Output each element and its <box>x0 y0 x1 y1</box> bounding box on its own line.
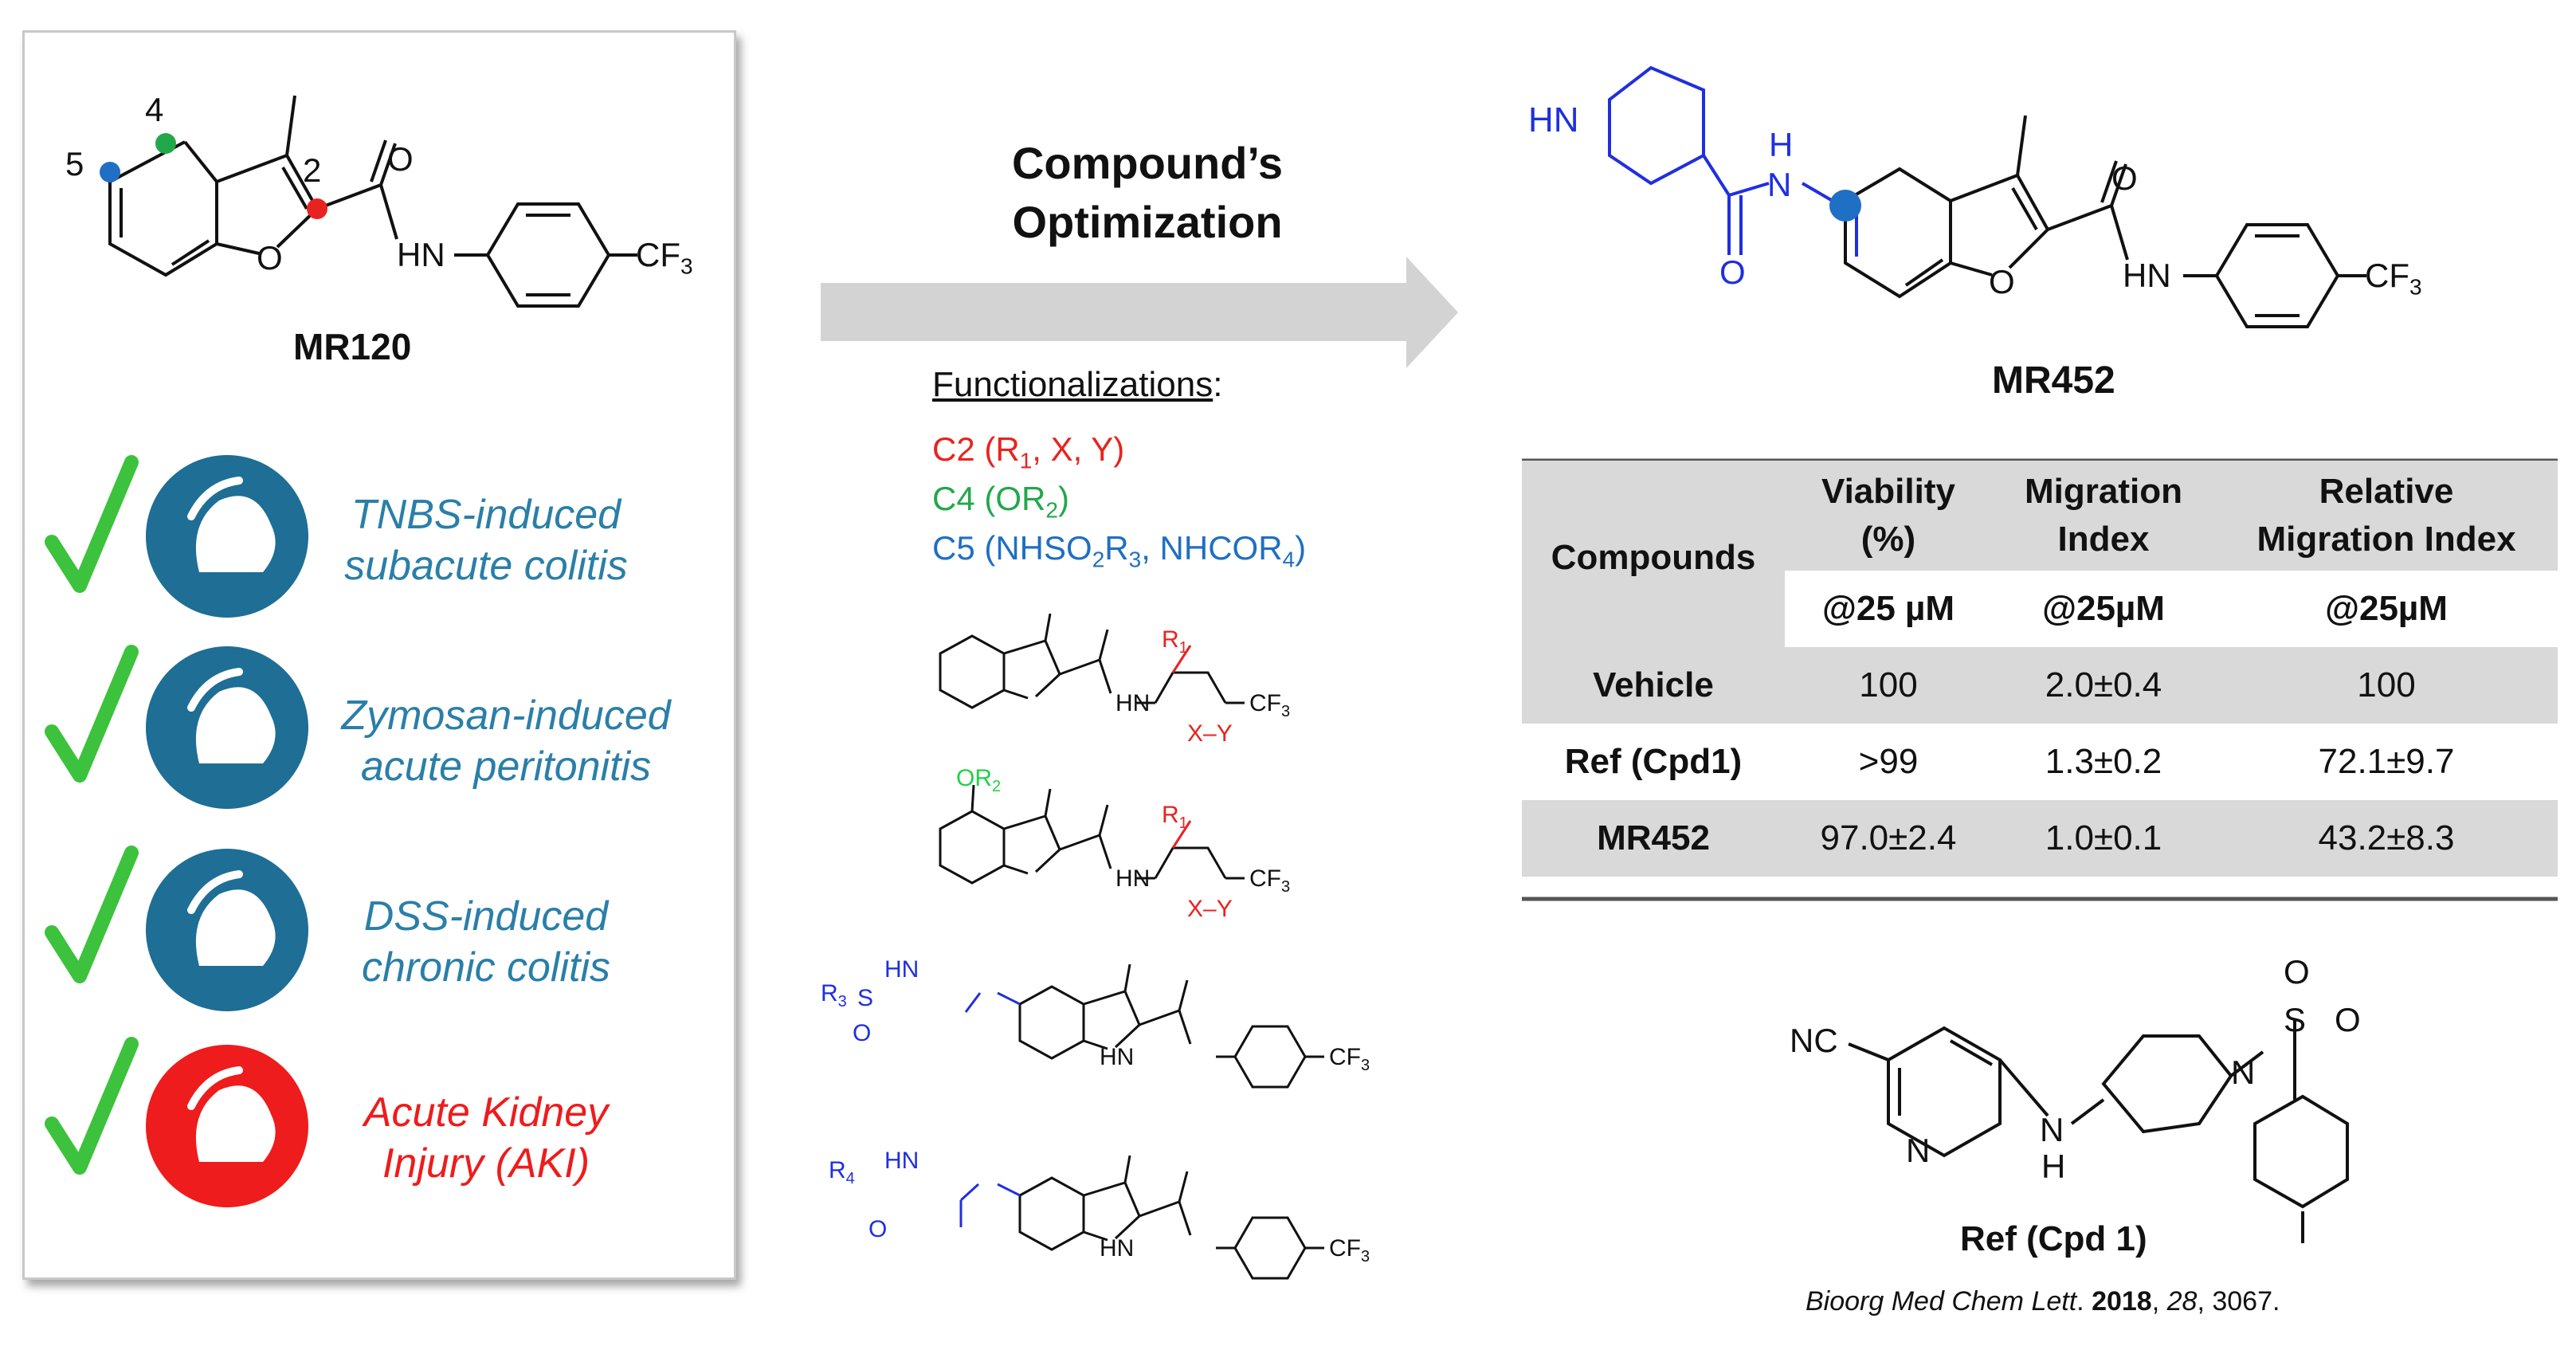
position-label-4: 4 <box>145 91 164 128</box>
mr120-furan-o: O <box>257 239 283 277</box>
col-header-compounds: Compounds <box>1551 538 1756 577</box>
position-label-5: 5 <box>65 145 84 182</box>
scaffold4-cf3: CF3 <box>1329 1235 1370 1266</box>
scaffold1-hn: HN <box>1115 690 1151 716</box>
mr452-piperidine-hn: HN <box>1528 100 1579 139</box>
mr452-amide-h: H <box>1769 126 1794 163</box>
scaffold2-cf3: CF3 <box>1249 865 1291 896</box>
mr452-compound-name: MR452 <box>1992 359 2115 402</box>
scaffold1-cf3: CF3 <box>1249 690 1291 720</box>
mouse-badge-icon <box>146 849 308 1011</box>
scaffold-drawings <box>939 614 1324 1280</box>
cell-relative: 72.1±9.7 <box>2318 742 2455 781</box>
mouse-badge-icon <box>146 1045 308 1207</box>
scaffold4-o: O <box>868 1216 888 1242</box>
check-icon <box>45 1037 139 1175</box>
check-icon <box>45 455 139 593</box>
mr120-carbonyl-o: O <box>387 140 414 178</box>
cell-viability: 97.0±2.4 <box>1820 818 1957 857</box>
scaffold3-o: O <box>853 1020 872 1046</box>
mr452-hn: HN <box>2123 257 2171 294</box>
subheader-migration: @25µM <box>2042 589 2165 628</box>
scaffold3-r3: R3 <box>821 980 847 1010</box>
scaffold2-or2: OR2 <box>956 765 1002 795</box>
ref-sulfonyl-o1: O <box>2284 953 2310 991</box>
ref-amine-n: N <box>2040 1111 2064 1148</box>
mr120-cf3: CF3 <box>636 236 693 279</box>
scaffold4-hn: HN <box>1100 1235 1135 1262</box>
mouse-badge-icon <box>146 455 308 618</box>
ref-piperidine-n: N <box>2231 1054 2256 1091</box>
ref-pyridine-n: N <box>1906 1132 1931 1169</box>
col-header-viability: Viability(%) <box>1821 472 1955 559</box>
mr452-amide-n: N <box>1767 166 1792 203</box>
func-c4: C4 (OR2) <box>932 480 1069 523</box>
position-label-2: 2 <box>303 151 322 189</box>
subheader-relative: @25µM <box>2325 589 2448 628</box>
scaffold4-nh: HN <box>884 1148 919 1174</box>
mr452-carbonyl-o: O <box>2111 159 2138 197</box>
scaffold3-cf3: CF3 <box>1329 1044 1370 1074</box>
cell-relative: 43.2±8.3 <box>2318 818 2455 857</box>
check-icon <box>45 846 139 983</box>
mr452-core <box>1844 115 2366 328</box>
scaffold1-xy: X–Y <box>1187 720 1233 747</box>
row-name: MR452 <box>1597 818 1710 857</box>
ref-amine-h: H <box>2041 1148 2066 1185</box>
scaffold3-hn: HN <box>1100 1044 1135 1070</box>
scaffold2-hn: HN <box>1115 865 1151 892</box>
cell-relative: 100 <box>2357 665 2416 704</box>
mr120-structure <box>108 95 637 308</box>
c5-attachment-dot <box>1829 190 1861 222</box>
ref-sulfonyl-o2: O <box>2335 1001 2361 1038</box>
functionalizations-title: Functionalizations: <box>932 365 1223 404</box>
optimization-arrow <box>821 257 1458 368</box>
func-c2: C2 (R1, X, Y) <box>932 430 1125 473</box>
ref-cpd1-structure <box>1848 1020 2349 1243</box>
cell-migration: 1.0±0.1 <box>2045 818 2162 857</box>
mr452-amide-o: O <box>1719 253 1746 291</box>
row-name: Ref (Cpd1) <box>1564 742 1743 781</box>
table-row: Vehicle 100 2.0±0.4 100 <box>1522 647 2558 724</box>
c5-position-dot <box>100 162 120 182</box>
optimization-title: Compound’s Optimization <box>1011 138 1284 247</box>
citation: Bioorg Med Chem Lett. 2018, 28, 3067. <box>1806 1286 2280 1317</box>
cell-migration: 1.3±0.2 <box>2045 742 2162 781</box>
check-icon <box>45 645 139 783</box>
c4-position-dot <box>155 133 176 154</box>
cell-viability: >99 <box>1858 742 1919 781</box>
scaffold1-r1: R1 <box>1162 626 1188 657</box>
scaffold3-s: S <box>857 985 874 1011</box>
scaffold2-xy: X–Y <box>1187 896 1233 922</box>
cell-viability: 100 <box>1859 665 1918 704</box>
mr452-piperidine <box>1608 65 1834 255</box>
scaffold2-r1: R1 <box>1162 802 1188 832</box>
row-name: Vehicle <box>1593 665 1714 704</box>
c2-position-dot <box>307 198 327 219</box>
cell-migration: 2.0±0.4 <box>2045 665 2162 704</box>
mr120-hn: HN <box>397 236 445 273</box>
ref-nc: NC <box>1790 1022 1838 1059</box>
func-c5: C5 (NHSO2R3, NHCOR4) <box>932 529 1307 572</box>
ref-compound-name: Ref (Cpd 1) <box>1960 1219 2147 1258</box>
subheader-viability: @25 µM <box>1821 589 1955 628</box>
table-row: Ref (Cpd1) >99 1.3±0.2 72.1±9.7 <box>1522 724 2558 800</box>
mouse-badge-icon <box>146 646 308 809</box>
ref-sulfonyl-s: S <box>2284 1001 2307 1038</box>
left-panel <box>22 30 736 1280</box>
mr452-furan-o: O <box>1989 263 2015 300</box>
mr120-compound-name: MR120 <box>293 326 412 367</box>
scaffold3-nh: HN <box>884 956 919 983</box>
mr452-cf3: CF3 <box>2365 257 2422 300</box>
scaffold4-r4: R4 <box>829 1157 855 1187</box>
table-row: MR452 97.0±2.4 1.0±0.1 43.2±8.3 <box>1522 800 2558 877</box>
